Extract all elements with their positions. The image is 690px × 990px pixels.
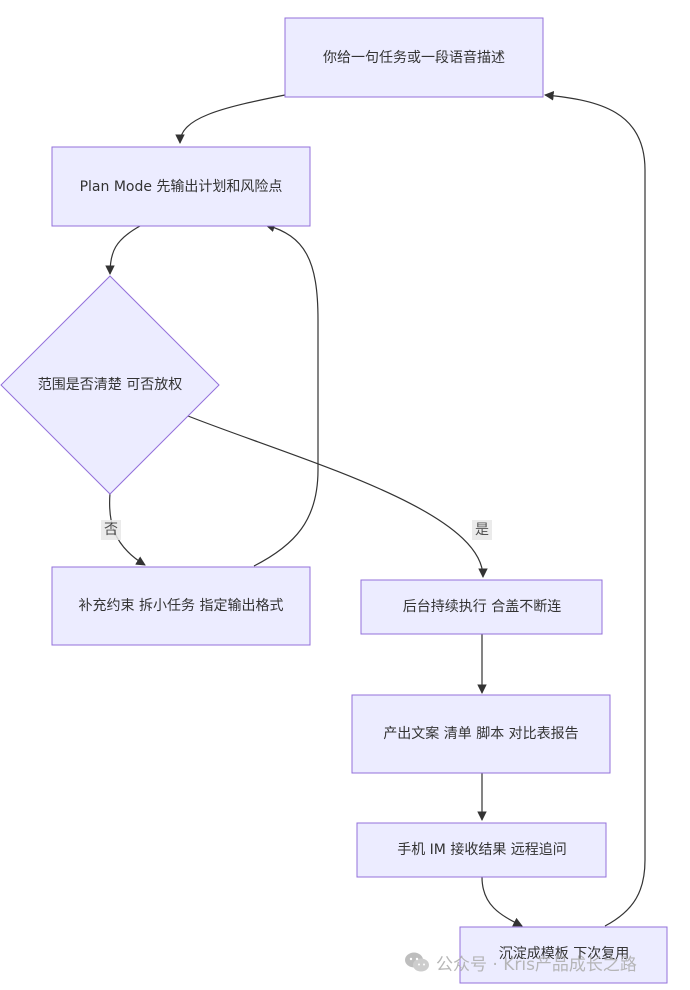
node-plan-mode-label: Plan Mode 先输出计划和风险点: [79, 179, 283, 195]
edge-plan-to-decision: [105, 225, 141, 275]
node-background-exec-box: [360, 579, 603, 635]
edge-decision-yes-to-background: [187, 415, 488, 578]
node-decision-diamond: [0, 275, 220, 495]
node-mobile-im-box: [356, 822, 607, 878]
wechat-icon: [405, 952, 429, 972]
node-background-exec-label: 后台持续执行 合盖不断连: [402, 599, 562, 615]
edge-label-yes: 是: [472, 520, 492, 540]
edge-describe-to-plan: [175, 94, 286, 144]
node-supplement-label: 补充约束 拆小任务 指定输出格式: [78, 598, 284, 614]
edge-label-no: 否: [101, 520, 121, 540]
node-describe-task-label: 你给一句任务或一段语音描述: [323, 50, 505, 66]
node-mobile-im-label: 手机 IM 接收结果 远程追问: [397, 842, 567, 858]
edge-template-to-describe: [544, 91, 646, 927]
node-decision-label: 范围是否清楚 可否放权: [37, 377, 183, 393]
node-describe-task-box: [284, 17, 544, 98]
watermark: 公众号 · Kris产品成长之路: [404, 948, 637, 976]
node-template-label: 沉淀成模板 下次复用: [498, 946, 630, 962]
node-plan-mode-box: [51, 146, 311, 227]
node-supplement-box: [51, 566, 311, 646]
node-outputs-box: [351, 694, 611, 774]
edge-supplement-to-plan: [253, 222, 319, 567]
node-outputs-label: 产出文案 清单 脚本 对比表报告: [383, 726, 579, 742]
node-template-box: [459, 926, 668, 984]
edge-mobile-to-template: [481, 876, 523, 927]
watermark-text: 公众号 · Kris产品成长之路: [436, 954, 637, 975]
